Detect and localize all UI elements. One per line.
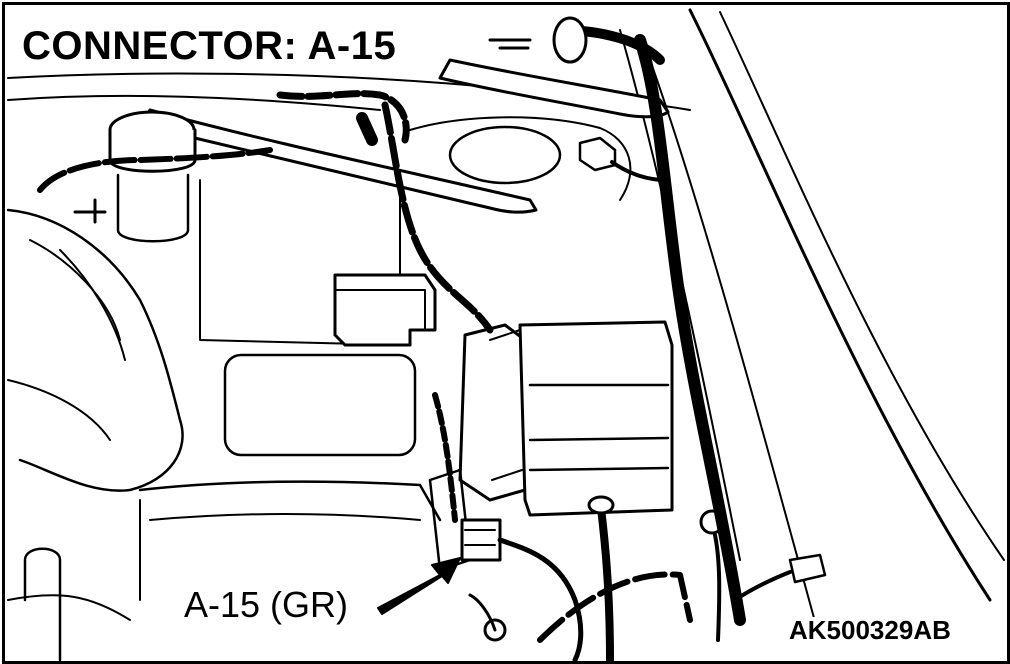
- connector-callout-label: A-15 (GR): [180, 587, 353, 623]
- callout-arrow: [377, 557, 461, 615]
- strut-tower: [448, 125, 562, 185]
- connector-right-lower: [788, 553, 827, 584]
- lower-bay-edge: [138, 480, 442, 522]
- fender-line: [649, 59, 821, 641]
- a15-connector: [460, 518, 502, 562]
- page-title: CONNECTOR: A-15: [16, 26, 403, 66]
- harness-main: [381, 101, 494, 334]
- harness-top: [276, 90, 410, 144]
- hood-edge-inner: [719, 11, 1005, 561]
- lower-left-oval: [23, 547, 62, 662]
- figure-code: AK500329AB: [785, 617, 955, 643]
- strut-bar-right: [438, 58, 670, 119]
- reservoir-body: [108, 128, 197, 173]
- body-panel: [199, 179, 401, 346]
- intake-duct: [6, 208, 184, 492]
- reservoir-lower: [116, 173, 190, 243]
- relay-box-main: [518, 320, 674, 517]
- ground-terminal: [699, 509, 725, 535]
- connector-top-right: [578, 136, 617, 172]
- relay-box-front: [458, 323, 527, 502]
- cowl-line-2: [7, 94, 381, 111]
- grommet: [552, 16, 588, 64]
- strut-bar: [138, 108, 538, 214]
- harness-lower: [432, 392, 458, 523]
- relay-small: [333, 273, 437, 347]
- hood-edge-outer: [688, 8, 992, 602]
- reservoir-hose: [37, 147, 273, 193]
- ecu-box: [223, 353, 417, 457]
